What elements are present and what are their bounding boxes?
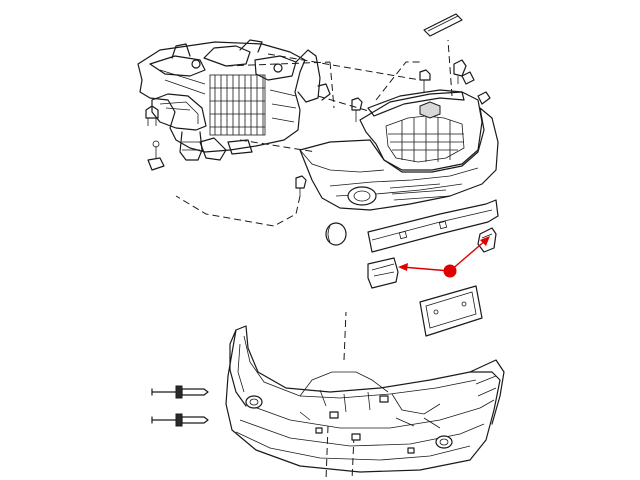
bolt-upper-4 — [477, 91, 491, 105]
bolt-upper-1 — [419, 69, 431, 92]
bolt-left-2 — [295, 175, 307, 196]
push-pin-rivet-upper — [151, 385, 209, 399]
trim-molding — [423, 13, 463, 37]
bolt-left-1 — [351, 97, 363, 122]
fastener-left-lower — [147, 140, 165, 171]
callout-marker — [398, 236, 490, 278]
grille — [359, 89, 483, 171]
engine-bay-assembly — [137, 39, 331, 161]
bumper-reinforcement-beam — [367, 199, 499, 253]
push-pin-rivet-lower — [151, 413, 209, 427]
bolt-upper-2 — [453, 59, 467, 84]
headlamp — [151, 93, 207, 131]
license-plate-bracket — [419, 285, 483, 337]
leader-lines — [175, 39, 453, 480]
callout-dot — [443, 264, 457, 278]
bolt-upper-3 — [461, 71, 475, 85]
front-fascia — [299, 107, 499, 211]
fog-lamp-cover — [325, 222, 347, 246]
fastener-left-upper — [145, 105, 159, 126]
fascia-bracket-left — [367, 257, 399, 289]
fascia-underside — [225, 325, 505, 473]
